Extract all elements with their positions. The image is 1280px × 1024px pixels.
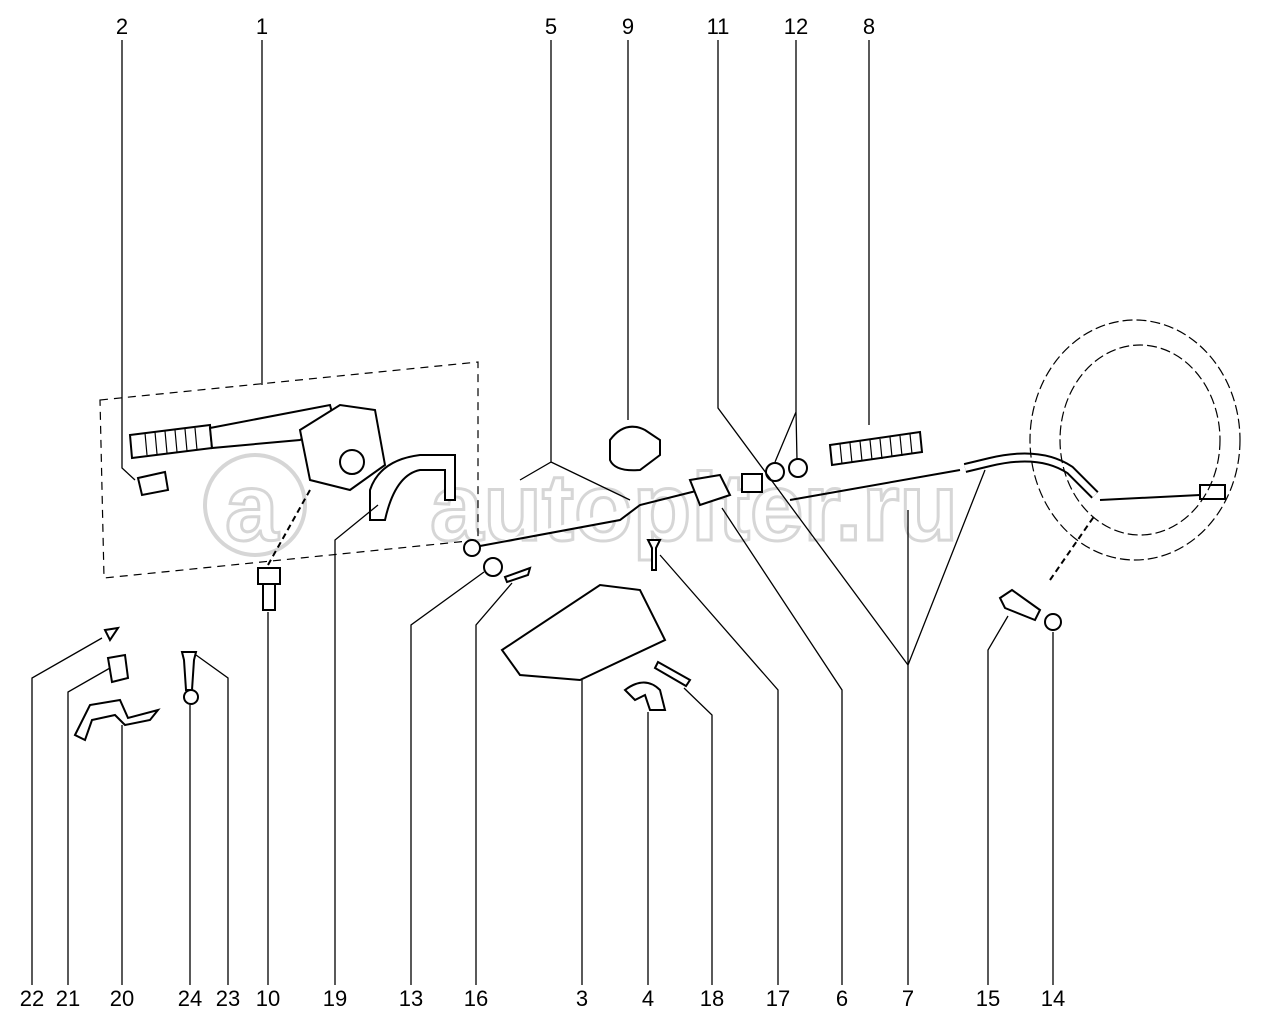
callout-number: 17 xyxy=(766,986,790,1011)
callout-number: 15 xyxy=(976,986,1000,1011)
callout-number: 1 xyxy=(256,14,268,39)
bolt-10 xyxy=(257,567,281,611)
brake-backplate xyxy=(1029,319,1241,561)
boot-9 xyxy=(609,425,661,472)
clip-4 xyxy=(623,681,667,711)
washer-13 xyxy=(483,557,503,577)
bracket-20 xyxy=(73,698,161,742)
bushing-11 xyxy=(741,473,763,493)
nut-12b xyxy=(788,458,808,478)
lever-group-frame xyxy=(99,361,479,579)
nut-12a xyxy=(765,462,785,482)
bolt-15 xyxy=(998,588,1042,622)
callout-number: 14 xyxy=(1041,986,1065,1011)
assembly-arrow xyxy=(267,489,311,566)
lever-cap xyxy=(136,470,170,497)
callout-number: 9 xyxy=(622,14,634,39)
screw-23 xyxy=(180,651,198,691)
watermark: a autopiter.ru xyxy=(203,453,960,563)
callout-number: 2 xyxy=(116,14,128,39)
callout-number: 10 xyxy=(256,986,280,1011)
callout-number: 24 xyxy=(178,986,202,1011)
callout-number: 12 xyxy=(784,14,808,39)
callout-number: 6 xyxy=(836,986,848,1011)
callout-number: 7 xyxy=(902,986,914,1011)
spring-8 xyxy=(828,430,924,467)
callout-number: 23 xyxy=(216,986,240,1011)
front-cable-5 xyxy=(463,473,732,557)
fastener-21 xyxy=(106,653,130,684)
callout-number: 4 xyxy=(642,986,654,1011)
top-callouts: 2 1 5 9 11 12 8 xyxy=(116,14,875,39)
assembly-arrow-2 xyxy=(1049,514,1096,581)
callout-number: 8 xyxy=(863,14,875,39)
watermark-text: autopiter.ru xyxy=(430,454,958,561)
screw-18 xyxy=(653,660,692,688)
rear-cable-7 xyxy=(789,452,1226,501)
watermark-logo: a xyxy=(225,454,279,561)
callout-number: 19 xyxy=(323,986,347,1011)
screw-22 xyxy=(103,626,121,642)
callout-number: 22 xyxy=(20,986,44,1011)
washer-24 xyxy=(183,689,199,705)
callout-number: 5 xyxy=(545,14,557,39)
cover-3 xyxy=(500,583,667,682)
callout-number: 20 xyxy=(110,986,134,1011)
callout-number: 16 xyxy=(464,986,488,1011)
screw-17 xyxy=(646,539,662,571)
leader-lines xyxy=(31,40,1054,985)
washer-14 xyxy=(1044,613,1062,631)
handbrake-lever xyxy=(128,403,456,521)
callout-number: 3 xyxy=(576,986,588,1011)
callout-number: 21 xyxy=(56,986,80,1011)
pin-16 xyxy=(503,566,532,584)
callout-number: 18 xyxy=(700,986,724,1011)
callout-number: 13 xyxy=(399,986,423,1011)
callout-number: 11 xyxy=(707,14,730,39)
bottom-callouts: 22 21 20 24 23 10 19 13 16 3 4 18 17 6 7 15 14 xyxy=(20,986,1065,1011)
